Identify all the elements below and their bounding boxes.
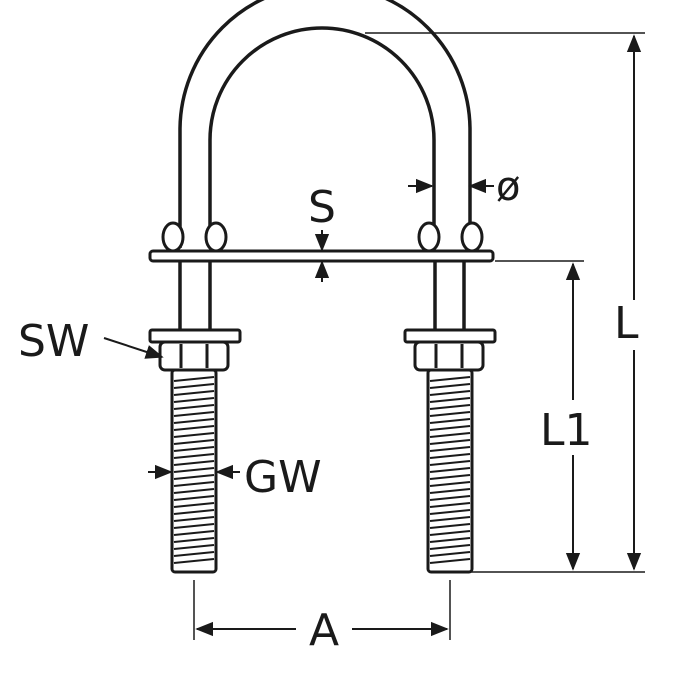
thread-line bbox=[173, 523, 215, 529]
thread-line bbox=[429, 558, 471, 564]
thread-line bbox=[429, 404, 471, 410]
thread-line bbox=[429, 551, 471, 557]
thread-line bbox=[173, 537, 215, 543]
thread-line bbox=[429, 376, 471, 382]
u-bend bbox=[178, 0, 472, 248]
thread-line bbox=[429, 474, 471, 480]
dimension-diameter: ø bbox=[408, 164, 520, 210]
dimension-l: L bbox=[365, 32, 645, 573]
label-s: S bbox=[308, 182, 336, 233]
thread-line bbox=[173, 418, 215, 424]
thread-line bbox=[173, 439, 215, 445]
thread-line bbox=[429, 537, 471, 543]
thread-line bbox=[429, 530, 471, 536]
dimension-a: A bbox=[193, 580, 451, 656]
thread-line bbox=[173, 446, 215, 452]
washer-right bbox=[403, 328, 497, 344]
dimension-sw: SW bbox=[18, 316, 164, 367]
thread-line bbox=[173, 474, 215, 480]
thread-line bbox=[429, 411, 471, 417]
thread-line bbox=[173, 432, 215, 438]
thread-line bbox=[429, 432, 471, 438]
thread-line bbox=[429, 481, 471, 487]
nut-right bbox=[413, 340, 485, 372]
thread-line bbox=[173, 481, 215, 487]
thread-line bbox=[173, 544, 215, 550]
thread-line bbox=[173, 495, 215, 501]
washer-left bbox=[148, 328, 242, 344]
thread-line bbox=[429, 467, 471, 473]
thread-line bbox=[429, 418, 471, 424]
thread-line bbox=[173, 509, 215, 515]
thread-line bbox=[173, 467, 215, 473]
thread-line bbox=[173, 516, 215, 522]
thread-line bbox=[429, 446, 471, 452]
bolt-legs bbox=[178, 261, 466, 330]
thread-line bbox=[429, 383, 471, 389]
washers bbox=[148, 328, 497, 344]
thread-line bbox=[173, 460, 215, 466]
thread-line bbox=[173, 411, 215, 417]
thread-line bbox=[173, 502, 215, 508]
thread-line bbox=[429, 488, 471, 494]
thread-line bbox=[173, 453, 215, 459]
label-l1: L1 bbox=[540, 405, 593, 456]
thread-line bbox=[429, 516, 471, 522]
dimension-l1: L1 bbox=[495, 260, 593, 571]
thread-line bbox=[173, 551, 215, 557]
thread-line bbox=[173, 390, 215, 396]
thread-line bbox=[429, 523, 471, 529]
thread-line bbox=[429, 460, 471, 466]
thread-line bbox=[429, 397, 471, 403]
thread-right bbox=[426, 368, 474, 574]
thread-line bbox=[429, 439, 471, 445]
thread-line bbox=[173, 404, 215, 410]
cross-plate bbox=[148, 249, 495, 263]
label-sw: SW bbox=[18, 316, 89, 367]
u-bend-outer bbox=[178, 0, 472, 248]
label-l: L bbox=[614, 298, 639, 349]
thread-line bbox=[173, 376, 215, 382]
nut-left bbox=[158, 340, 230, 372]
thread-line bbox=[429, 390, 471, 396]
thread-line bbox=[173, 488, 215, 494]
thread-line bbox=[173, 383, 215, 389]
thread-line bbox=[429, 509, 471, 515]
dimension-gw: GW bbox=[148, 452, 322, 503]
label-a: A bbox=[309, 605, 339, 656]
label-diameter: ø bbox=[496, 164, 520, 210]
thread-line bbox=[429, 502, 471, 508]
thread-line bbox=[429, 453, 471, 459]
dimension-s: S bbox=[308, 182, 336, 282]
thread-line bbox=[429, 425, 471, 431]
thread-line bbox=[173, 558, 215, 564]
thread-left bbox=[170, 368, 218, 574]
label-gw: GW bbox=[244, 452, 322, 503]
thread-line bbox=[429, 544, 471, 550]
thread-line bbox=[173, 425, 215, 431]
thread-line bbox=[173, 530, 215, 536]
thread-line bbox=[429, 495, 471, 501]
thread-line bbox=[173, 397, 215, 403]
u-bend-inner bbox=[208, 26, 436, 248]
